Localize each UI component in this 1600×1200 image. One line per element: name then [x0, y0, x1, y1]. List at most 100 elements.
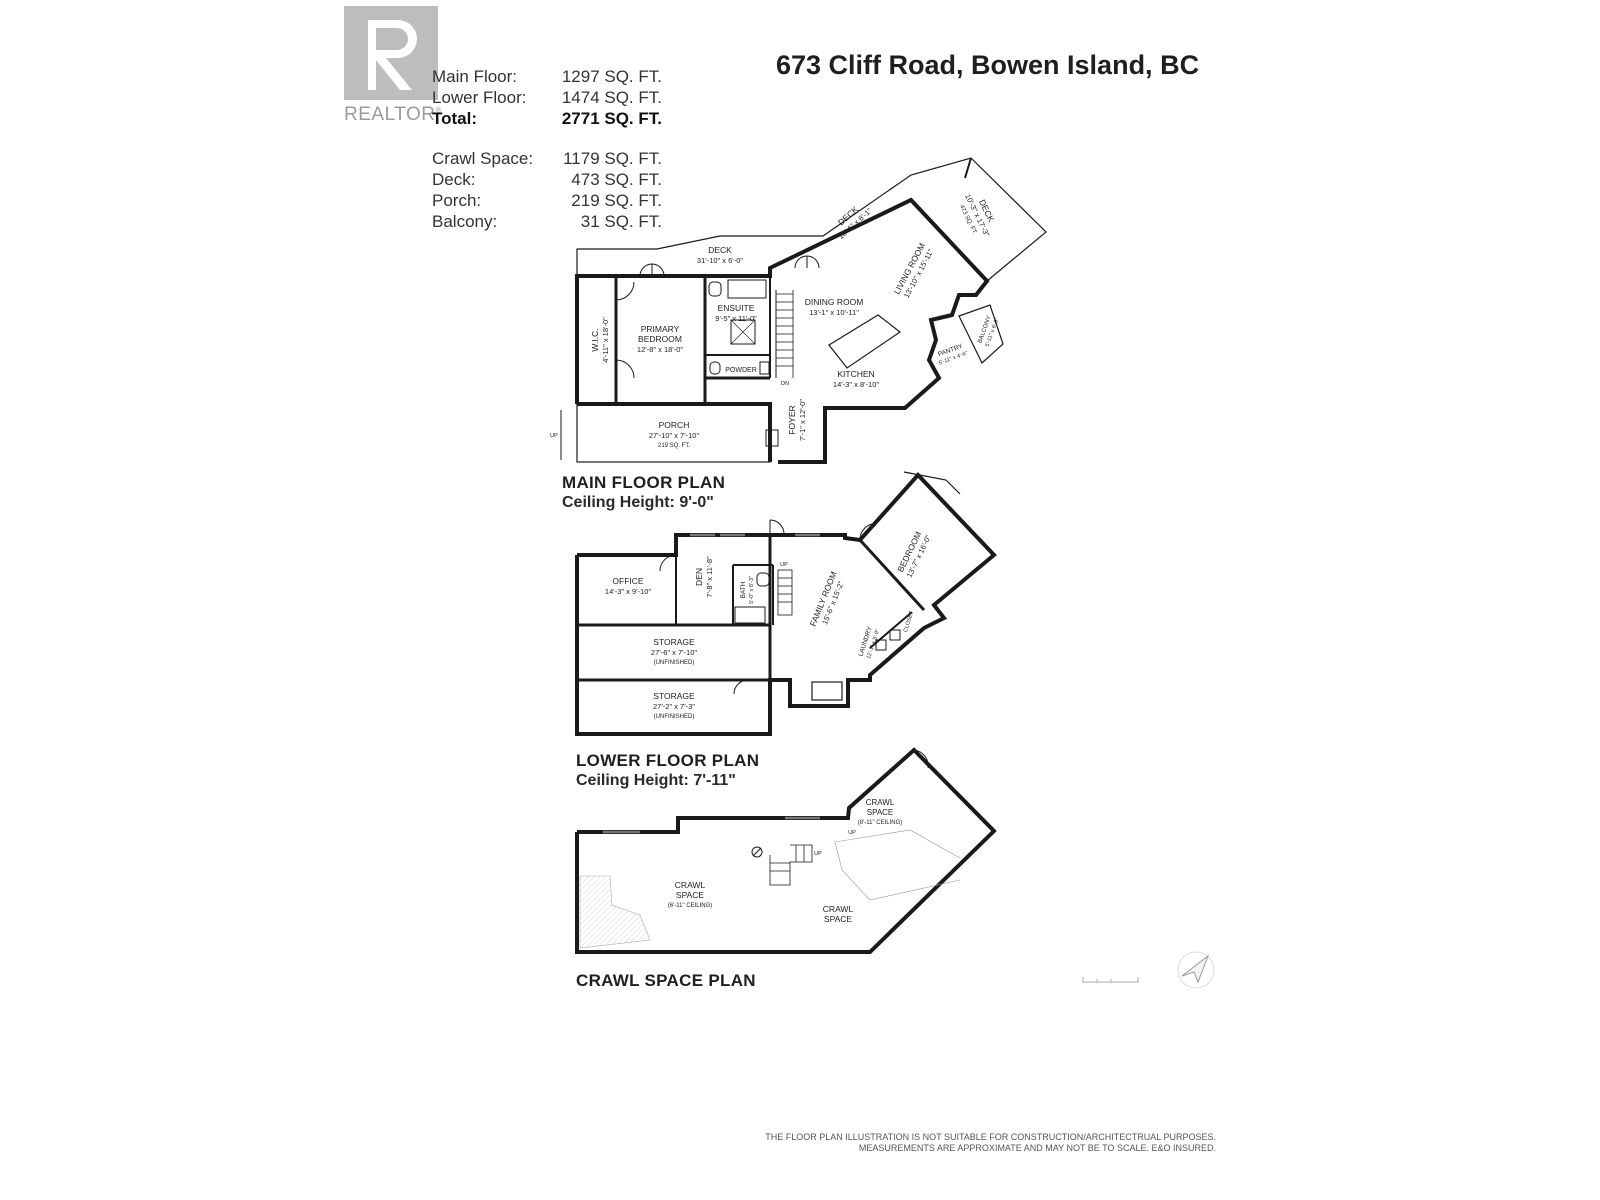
lower-floor-ceiling: Ceiling Height: 7'-11": [576, 772, 736, 789]
area-summary: Main Floor:1297 SQ. FT. Lower Floor:1474…: [432, 67, 662, 233]
room-label-ensuite: ENSUITE: [718, 303, 755, 313]
room-note-storage-1: (UNFINISHED): [654, 660, 695, 666]
powder-toilet: [709, 361, 721, 375]
lower-stair-up-label: UP: [780, 562, 788, 568]
crawl-space-plan-title: CRAWL SPACE PLAN: [576, 971, 756, 990]
deck-post: [964, 157, 972, 179]
room-dim-porch: 27'-10" x 7'-10": [649, 431, 700, 440]
stat-crawl-space: Crawl Space:1179 SQ. FT.: [432, 149, 662, 168]
main-stairs: [776, 290, 794, 378]
crawl-upper-note: (8'-11" CEILING): [858, 820, 903, 826]
crawl-left-label-2: SPACE: [676, 890, 705, 900]
crawl-windows: [603, 816, 820, 834]
room-dim-bath: 5'-0" x 8'-3": [749, 576, 755, 604]
room-label-bath: BATH: [740, 581, 747, 598]
front-door: [765, 429, 779, 447]
crawl-boundary: [834, 841, 961, 901]
room-label-storage-1: STORAGE: [653, 637, 695, 647]
room-dim-foyer: 7'-1" x 12'-0": [798, 399, 807, 441]
storage-door: [733, 679, 749, 695]
main-exterior-walls: [575, 197, 990, 464]
bath-tub: [734, 606, 766, 624]
crawl-upper-label-1: CRAWL: [866, 798, 895, 807]
room-dim-wic: 4'-11" x 18'-0": [601, 317, 610, 363]
lower-entry-door: [769, 519, 785, 535]
room-dim-storage-2: 27'-2" x 7'-3": [653, 702, 695, 711]
compass-icon: [1177, 951, 1215, 989]
crawl-left-note: (6'-11" CEILING): [668, 903, 713, 909]
room-dim-storage-1: 27'-6" x 7'-10": [651, 648, 697, 657]
crawl-space-labels: CRAWL SPACE (6'-11" CEILING) CRAWL SPACE…: [668, 798, 903, 924]
crawl-right-label-2: SPACE: [824, 914, 853, 924]
room-label-storage-2: STORAGE: [653, 691, 695, 701]
room-dim-den: 7'-8" x 11'-8": [705, 556, 714, 598]
deck-outline: [576, 157, 1047, 282]
lower-exterior-walls: [575, 472, 997, 736]
office-door: [659, 554, 677, 572]
room-label-den: DEN: [694, 568, 704, 586]
crawl-upper-up-label: UP: [848, 830, 856, 836]
crawl-hatch-door: [913, 749, 929, 769]
wall-family-bedroom: [858, 538, 926, 612]
bedroom-bay: [903, 471, 961, 495]
primary-deck-door: [639, 263, 665, 277]
stat-balcony: Balcony:31 SQ. FT.: [432, 212, 662, 231]
crawl-upper-label-2: SPACE: [867, 808, 894, 817]
room-label-foyer: FOYER: [787, 405, 797, 434]
realtor-word: REALTOR®: [344, 104, 442, 125]
room-label-porch: PORCH: [659, 420, 690, 430]
stat-lower-floor: Lower Floor:1474 SQ. FT.: [432, 88, 662, 107]
lower-floor-plan-title: LOWER FLOOR PLAN: [576, 751, 760, 770]
room-label-primary-1: PRIMARY: [641, 324, 680, 334]
main-floor-plan-title: MAIN FLOOR PLAN: [562, 473, 726, 492]
room-label-deck: DECK: [708, 245, 732, 255]
porch-up-label: UP: [550, 433, 558, 439]
washer: [875, 639, 887, 651]
ensuite-toilet: [708, 281, 722, 297]
room-label-primary-2: BEDROOM: [638, 334, 682, 344]
room-dim-kitchen: 14'-3" x 8'-10": [833, 380, 879, 389]
crawl-right-label-1: CRAWL: [823, 904, 854, 914]
crawl-stair-up-label: UP: [814, 851, 822, 857]
bath-toilet: [756, 572, 770, 587]
balcony-outline: [958, 304, 1004, 364]
realtor-logo-icon: REALTOR®: [344, 6, 442, 126]
room-area-porch: 219 SQ. FT.: [658, 443, 690, 449]
ensuite-tub: [727, 279, 767, 299]
scale-bar-icon: [1082, 977, 1139, 983]
kitchen-island: [828, 314, 902, 369]
bedroom-door: [859, 523, 873, 541]
stair-dn-label: DN: [781, 381, 789, 387]
stat-main-floor: Main Floor:1297 SQ. FT.: [432, 67, 662, 86]
lower-stairs: [777, 569, 793, 616]
main-floor-ceiling: Ceiling Height: 9'-0": [562, 494, 714, 511]
stat-porch: Porch:219 SQ. FT.: [432, 191, 662, 210]
porch-outline: [576, 403, 771, 463]
powder-sink: [759, 361, 770, 375]
room-dim-primary: 12'-8" x 18'-0": [637, 345, 683, 354]
lower-floor-plan: [575, 471, 997, 736]
property-address-title: 673 Cliff Road, Bowen Island, BC: [776, 50, 1200, 80]
room-label-kitchen: KITCHEN: [837, 369, 874, 379]
dining-deck-door: [794, 255, 820, 269]
room-label-office: OFFICE: [612, 576, 643, 586]
lower-landing: [811, 681, 843, 701]
room-label-wic: W.I.C.: [590, 328, 600, 351]
crawl-upper-boundary: [834, 829, 961, 859]
room-note-storage-2: (UNFINISHED): [654, 714, 695, 720]
crawl-exterior-walls: [575, 747, 997, 954]
stat-total: Total:2771 SQ. FT.: [432, 109, 662, 128]
room-label-closet: CLOSET: [903, 610, 916, 633]
realtor-logo-box: [344, 6, 438, 100]
crawl-stairs: [769, 844, 813, 886]
room-dim-ensuite: 9'-5" x 11'-0": [715, 314, 757, 323]
crawl-left-label-1: CRAWL: [675, 880, 706, 890]
realtor-r-mark: [368, 20, 417, 90]
room-label-powder: POWDER: [725, 367, 757, 374]
dryer: [889, 629, 901, 641]
room-label-dining: DINING ROOM: [805, 297, 864, 307]
crawl-space-plan: [575, 747, 997, 954]
crawl-hatched-area: [579, 875, 651, 949]
room-dim-dining: 13'-1" x 10'-11": [809, 308, 859, 317]
